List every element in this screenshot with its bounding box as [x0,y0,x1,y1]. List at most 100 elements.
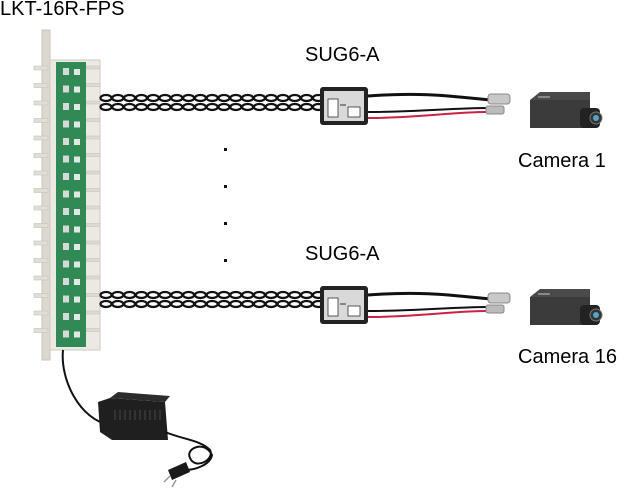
cable-twist [170,93,184,103]
panel-teeth-right [85,65,101,332]
ellipsis-dot [224,259,227,262]
panel-tooth [33,170,49,176]
patch-panel [33,29,101,361]
pcb-component [74,174,80,180]
panel-tooth [33,118,49,123]
pcb-component [63,120,69,128]
cable-twist [170,102,184,112]
pcb-component [63,208,69,215]
pcb-component [74,279,80,285]
cable-twist [182,290,196,300]
panel-tooth [33,188,49,193]
panel-tooth [33,293,49,298]
cable-twist [146,299,160,309]
pcb-component [74,331,80,338]
panel-tooth [85,328,101,332]
cable-twist [288,290,302,300]
ellipsis-dot [224,148,227,151]
cable-twist [99,93,113,103]
pcb-component [74,69,80,75]
panel-tooth [33,310,49,316]
panel-tooth [85,100,101,105]
panel-tooth [85,135,101,140]
cable-twist [205,290,219,300]
cable-twist [229,290,243,300]
coax-lead-bottom [367,291,511,318]
transceiver-label-bottom: SUG6-A [305,243,380,265]
pcb-component [74,139,80,145]
panel-tooth [85,310,101,315]
cable-twist [288,93,302,103]
pcb-component [63,190,69,198]
cable-twist [276,290,290,300]
cable-twist [111,299,125,309]
pcb-component [74,191,80,198]
cable-twist [193,290,207,300]
cable-twist [134,299,148,309]
pcb-component [74,314,80,320]
pcb-component [74,121,80,128]
pcb-component [74,296,80,303]
coax-lead-top [367,92,511,119]
panel-tooth [33,153,49,158]
cable-twist [264,93,278,103]
cable-twist [264,290,278,300]
camera-label-16: Camera 16 [518,346,617,368]
cable-twist [217,93,231,103]
cable-twist [134,290,148,300]
pcb-component [63,330,69,338]
cable-twist [193,299,207,309]
cable-twist [158,290,172,300]
panel-tooth [85,240,101,245]
cable-twist [300,93,314,103]
cable-twist [111,290,125,300]
panel-tooth [33,223,49,228]
cable-twist [288,102,302,112]
cable-twist [288,299,302,309]
cable-twist [217,290,231,300]
panel-tooth [85,153,101,157]
pcb-component [63,68,69,75]
pcb-component [63,155,69,163]
cable-twist [158,102,172,112]
cable-twist [252,290,266,300]
ellipsis-dots [224,148,227,262]
cable-twist [276,93,290,103]
cable-twist [99,290,113,300]
pcb-component [74,156,80,163]
pcb-component [74,261,80,268]
ellipsis-dot [224,185,227,188]
panel-tooth [33,135,49,141]
cable-twist [182,299,196,309]
panel-tooth [33,65,49,71]
cable-twist [170,290,184,300]
cable-twist [146,290,160,300]
panel-tooth [85,83,101,87]
pcb-component [74,226,80,233]
transceiver-top [320,87,368,125]
cable-twist [123,102,137,112]
cable-twist [134,102,148,112]
cable-twist [241,93,255,103]
cable-twist [123,299,137,309]
pcb-components [63,68,80,338]
pcb-component [63,295,69,303]
cable-twist [300,290,314,300]
pcb-board [56,62,86,347]
cable-twist [276,299,290,309]
camera-16-image [530,289,603,325]
panel-tooth [85,223,101,227]
pcb-component [63,103,69,110]
panel-label: LKT-16R-FPS [0,0,125,20]
cable-twist [217,102,231,112]
cable-twist [205,93,219,103]
cable-twist [170,299,184,309]
cable-twist [146,102,160,112]
pcb-component [63,173,69,180]
cable-twist [99,102,113,112]
cable-twist [193,93,207,103]
panel-tooth [33,258,49,263]
pcb-component [74,244,80,250]
cable-twist [241,102,255,112]
